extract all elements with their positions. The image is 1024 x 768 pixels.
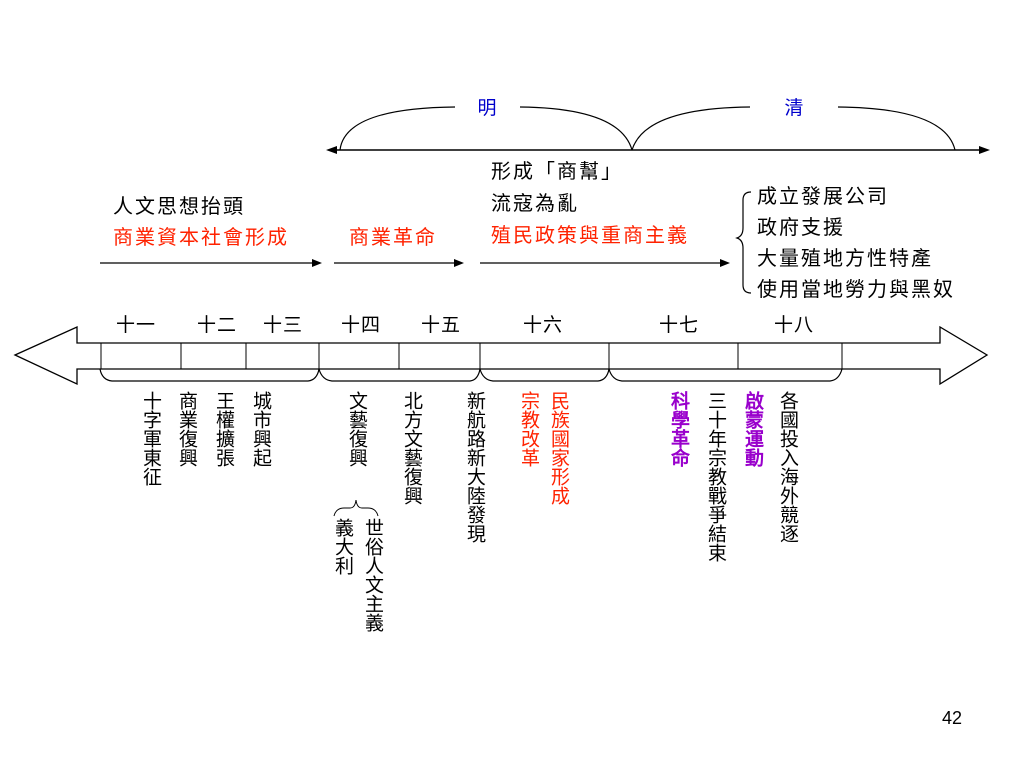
event-overseas-race: 各國投入海外競逐 [777, 391, 799, 543]
humanism-rise-text: 人文思想抬頭 [113, 194, 245, 218]
event-thirty-years-war: 三十年宗教戰爭結束 [705, 391, 727, 562]
policy-bracket [735, 191, 752, 294]
stage-arrow-1 [100, 259, 322, 267]
event-italy: 義大利 [332, 518, 354, 575]
century-14-label: 十四 [340, 314, 382, 336]
commercial-capitalism-text: 商業資本社會形成 [113, 225, 289, 249]
century-18-label: 十八 [773, 314, 815, 336]
lower-braces [99, 368, 843, 382]
bandit-chaos-text: 流寇為亂 [491, 191, 579, 215]
event-enlightenment: 啟蒙運動 [742, 391, 764, 467]
event-cities-rise: 城市興起 [250, 391, 272, 467]
event-royal-power: 王權擴張 [213, 391, 235, 467]
event-commerce-revival: 商業復興 [176, 391, 198, 467]
bracket-item-gov-support: 政府支援 [757, 215, 845, 239]
renaissance-brace [333, 499, 379, 517]
qing-brace [631, 106, 956, 151]
main-timeline-arrow [13, 325, 989, 386]
event-secular-humanism: 世俗人文主義 [362, 518, 384, 632]
colonial-mercantilism-text: 殖民政策與重商主義 [491, 223, 689, 247]
dynasty-arrow-right-head [979, 146, 990, 154]
merchant-guild-text: 形成「商幫」 [491, 159, 623, 183]
qing-dynasty-label: 清 [784, 97, 804, 119]
event-nation-states: 民族國家形成 [548, 391, 570, 505]
century-15-label: 十五 [420, 314, 462, 336]
stage-arrow-3 [480, 259, 730, 267]
ming-brace [339, 106, 633, 151]
century-12-label: 十二 [196, 314, 238, 336]
century-13-label: 十三 [262, 314, 304, 336]
ming-dynasty-label: 明 [477, 97, 497, 119]
bracket-item-local-products: 大量殖地方性特產 [757, 246, 933, 270]
event-northern-renaissance: 北方文藝復興 [401, 391, 423, 505]
event-renaissance: 文藝復興 [346, 391, 368, 467]
century-16-label: 十六 [522, 314, 564, 336]
event-scientific-revolution: 科學革命 [668, 391, 690, 467]
event-reformation: 宗教改革 [518, 391, 540, 467]
bracket-item-labor: 使用當地勞力與黑奴 [757, 277, 955, 301]
century-17-label: 十七 [658, 314, 700, 336]
stage-arrow-2 [334, 259, 464, 267]
dynasty-arrow-left-head [326, 146, 337, 154]
event-new-routes: 新航路新大陸發現 [464, 391, 486, 543]
century-dividers [100, 343, 843, 369]
page-number: 42 [941, 708, 962, 728]
century-11-label: 十一 [115, 314, 157, 336]
commercial-revolution-text: 商業革命 [349, 225, 437, 249]
event-crusades: 十字軍東征 [140, 391, 162, 486]
bracket-item-companies: 成立發展公司 [757, 184, 889, 208]
